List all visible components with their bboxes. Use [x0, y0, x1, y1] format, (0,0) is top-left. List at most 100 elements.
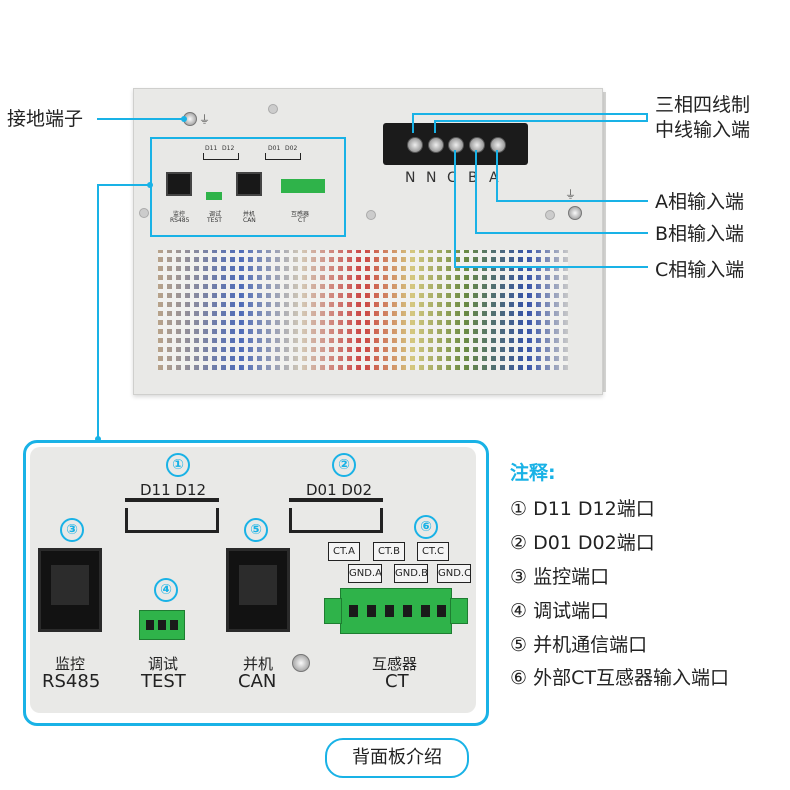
- vent-grill: [158, 250, 568, 370]
- terminal-letter: N: [405, 170, 416, 186]
- number-badge-2: ②: [332, 453, 356, 477]
- parallel-label: 并机: [243, 655, 274, 673]
- small-d01: D01: [268, 145, 281, 152]
- phase-c-label: C相输入端: [655, 259, 745, 281]
- small-d02: D02: [285, 145, 298, 152]
- connector-pin: [146, 620, 154, 630]
- phase-a-callout-line: [496, 200, 648, 202]
- test-label: TEST: [141, 671, 186, 692]
- number-badge-4: ④: [154, 578, 178, 602]
- panel-screw-icon: [292, 654, 310, 672]
- neutral-callout-line: [434, 120, 648, 122]
- rs485-rj45-port: [38, 548, 102, 632]
- phase-b-callout-line: [475, 150, 477, 234]
- neutral-label-line2: 中线输入端: [655, 119, 751, 141]
- phase-c-callout-line: [454, 266, 648, 268]
- small-test-label: TEST: [207, 217, 222, 224]
- ct-label: CT: [385, 671, 409, 692]
- note-item: ⑥ 外部CT互感器输入端口: [510, 667, 729, 689]
- number-badge-5: ⑤: [244, 518, 268, 542]
- small-transformer-label: 互感器: [291, 211, 310, 218]
- ct-connector-flange: [324, 598, 342, 624]
- ground-terminal-label: 接地端子: [7, 108, 84, 130]
- small-test-connector: [206, 192, 222, 200]
- small-d-bracket: [203, 153, 239, 160]
- small-ct-connector: [281, 179, 325, 193]
- note-item: ② D01 D02端口: [510, 532, 655, 554]
- d01-d02-bar: [289, 498, 383, 502]
- small-parallel-label: 并机: [243, 211, 256, 218]
- ground-screw-icon: [568, 206, 582, 220]
- small-can-label: CAN: [243, 217, 256, 224]
- neutral-label-line1: 三相四线制: [655, 94, 751, 116]
- ct-connector-flange: [450, 598, 468, 624]
- small-d11: D11: [205, 145, 218, 152]
- small-rj45-port: [236, 172, 262, 196]
- mount-hole: [139, 208, 149, 218]
- connector-pin: [385, 605, 394, 617]
- connector-pin: [349, 605, 358, 617]
- rj45-socket: [51, 565, 89, 605]
- terminal-screw-icon: [407, 137, 423, 153]
- test-connector: [139, 610, 185, 640]
- mount-hole: [268, 104, 278, 114]
- rj45-socket: [239, 565, 277, 605]
- panel-link-line: [97, 184, 152, 186]
- d11-d12-slot: [125, 508, 219, 533]
- small-rs485-label: RS485: [170, 217, 190, 224]
- ct-b-tag: CT.B: [373, 542, 405, 561]
- terminal-letter: B: [468, 170, 478, 186]
- note-item: ① D11 D12端口: [510, 498, 655, 520]
- neutral-callout-line: [412, 113, 414, 133]
- callout-dot: [147, 182, 153, 188]
- gnd-a-tag: GND.A: [348, 564, 382, 583]
- terminal-screw-icon: [490, 137, 506, 153]
- connector-pin: [367, 605, 376, 617]
- number-badge-1: ①: [166, 453, 190, 477]
- ground-callout-line: [97, 118, 182, 120]
- can-rj45-port: [226, 548, 290, 632]
- connector-pin: [421, 605, 430, 617]
- d11-d12-bar: [125, 498, 219, 502]
- terminal-screw-icon: [469, 137, 485, 153]
- connector-pin: [170, 620, 178, 630]
- terminal-letter: N: [426, 170, 437, 186]
- ct-connector: [340, 588, 452, 634]
- neutral-callout-line: [412, 113, 648, 115]
- ct-c-tag: CT.C: [417, 542, 449, 561]
- connector-pin: [437, 605, 446, 617]
- ground-symbol-icon: ⏚: [565, 188, 576, 201]
- connector-pin: [158, 620, 166, 630]
- small-monitor-label: 监控: [173, 211, 186, 218]
- panel-link-line: [97, 184, 99, 440]
- small-debug-label: 调试: [209, 211, 222, 218]
- notes-title: 注释:: [510, 462, 556, 484]
- terminal-letter: C: [447, 170, 457, 186]
- transformer-label: 互感器: [372, 655, 418, 673]
- neutral-callout-line: [434, 120, 436, 133]
- small-rj45-port: [166, 172, 192, 196]
- neutral-callout-line: [646, 113, 648, 122]
- ct-a-tag: CT.A: [328, 542, 360, 561]
- callout-dot: [95, 436, 101, 442]
- mount-hole: [366, 210, 376, 220]
- rs485-label: RS485: [42, 671, 101, 692]
- terminal-screw-icon: [448, 137, 464, 153]
- d11-d12-label: D11 D12: [140, 481, 207, 499]
- d01-d02-label: D01 D02: [306, 481, 373, 499]
- debug-label: 调试: [148, 655, 179, 673]
- phase-a-label: A相输入端: [655, 191, 744, 213]
- small-d12: D12: [222, 145, 235, 152]
- connector-pin: [403, 605, 412, 617]
- gnd-c-tag: GND.C: [437, 564, 471, 583]
- phase-a-callout-line: [496, 150, 498, 202]
- phase-b-label: B相输入端: [655, 223, 745, 245]
- d01-d02-slot: [289, 508, 383, 533]
- note-item: ③ 监控端口: [510, 566, 610, 588]
- phase-c-callout-line: [454, 150, 456, 268]
- note-item: ⑤ 并机通信端口: [510, 634, 648, 656]
- small-d-bracket: [265, 153, 301, 160]
- ground-symbol-icon: ⏚: [199, 113, 210, 126]
- callout-dot: [181, 116, 187, 122]
- mount-hole: [545, 210, 555, 220]
